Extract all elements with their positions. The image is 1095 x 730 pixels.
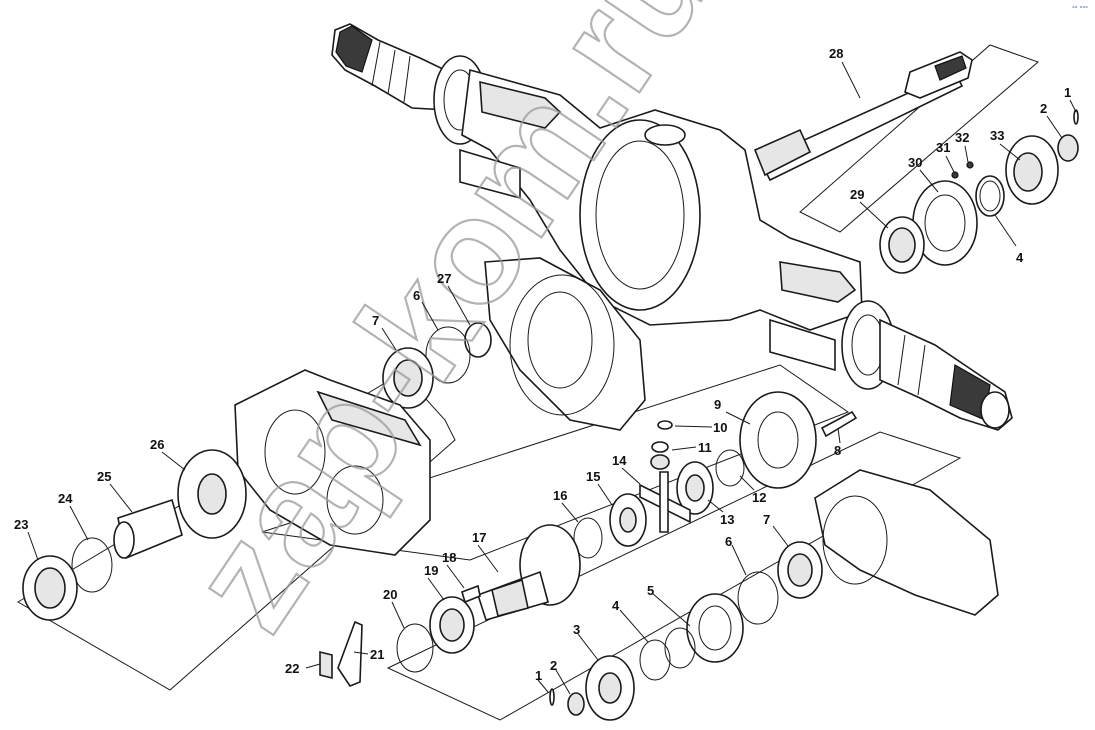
callout-7-housing: 7: [372, 313, 379, 328]
callout-33: 33: [990, 128, 1004, 143]
callout-5: 5: [647, 583, 654, 598]
callout-23: 23: [14, 517, 28, 532]
callout-11: 11: [698, 440, 712, 455]
callout-30: 30: [908, 155, 922, 170]
callout-19: 19: [424, 563, 438, 578]
frame-pinion-group: [386, 431, 962, 721]
callout-32: 32: [955, 130, 969, 145]
callout-4-cover: 4: [612, 598, 620, 613]
callout-12: 12: [752, 490, 766, 505]
callout-18: 18: [442, 550, 456, 565]
callout-17: 17: [472, 530, 486, 545]
callout-29: 29: [850, 187, 864, 202]
callout-27: 27: [437, 271, 451, 286]
callout-24: 24: [58, 491, 73, 506]
callout-28: 28: [829, 46, 843, 61]
callout-26: 26: [150, 437, 164, 452]
callout-4-hub: 4: [1016, 250, 1024, 265]
callout-25: 25: [97, 469, 111, 484]
callout-3: 3: [573, 622, 580, 637]
corner-logo: °° °°°: [1072, 5, 1088, 13]
callout-6-housing: 6: [413, 288, 420, 303]
callout-8: 8: [834, 443, 841, 458]
callout-20: 20: [383, 587, 397, 602]
callout-7-cover: 7: [763, 512, 770, 527]
callout-2-cover: 2: [550, 658, 557, 673]
callout-1-hub: 1: [1064, 85, 1071, 100]
callout-13: 13: [720, 512, 734, 527]
axle-housing: [331, 23, 1013, 431]
leader-lines: [27, 61, 1077, 695]
callout-14: 14: [612, 453, 627, 468]
hub-parts: [879, 109, 1079, 274]
axle-shaft: [753, 51, 973, 182]
callout-9: 9: [714, 397, 721, 412]
differential-parts: [319, 391, 858, 687]
callout-31: 31: [936, 140, 950, 155]
callout-21: 21: [370, 647, 384, 662]
callout-1-cover: 1: [535, 668, 542, 683]
callout-22: 22: [285, 661, 299, 676]
callout-2-hub: 2: [1040, 101, 1047, 116]
callout-6-cover: 6: [725, 534, 732, 549]
pinion-cover-parts: [549, 469, 999, 721]
callout-labels: 28 1 2 32 31 33 30 29 4 27 6 7 26 25 24 …: [14, 46, 1071, 683]
callout-16: 16: [553, 488, 567, 503]
carrier-housing: [22, 257, 646, 621]
callout-15: 15: [586, 469, 600, 484]
callout-10: 10: [713, 420, 727, 435]
